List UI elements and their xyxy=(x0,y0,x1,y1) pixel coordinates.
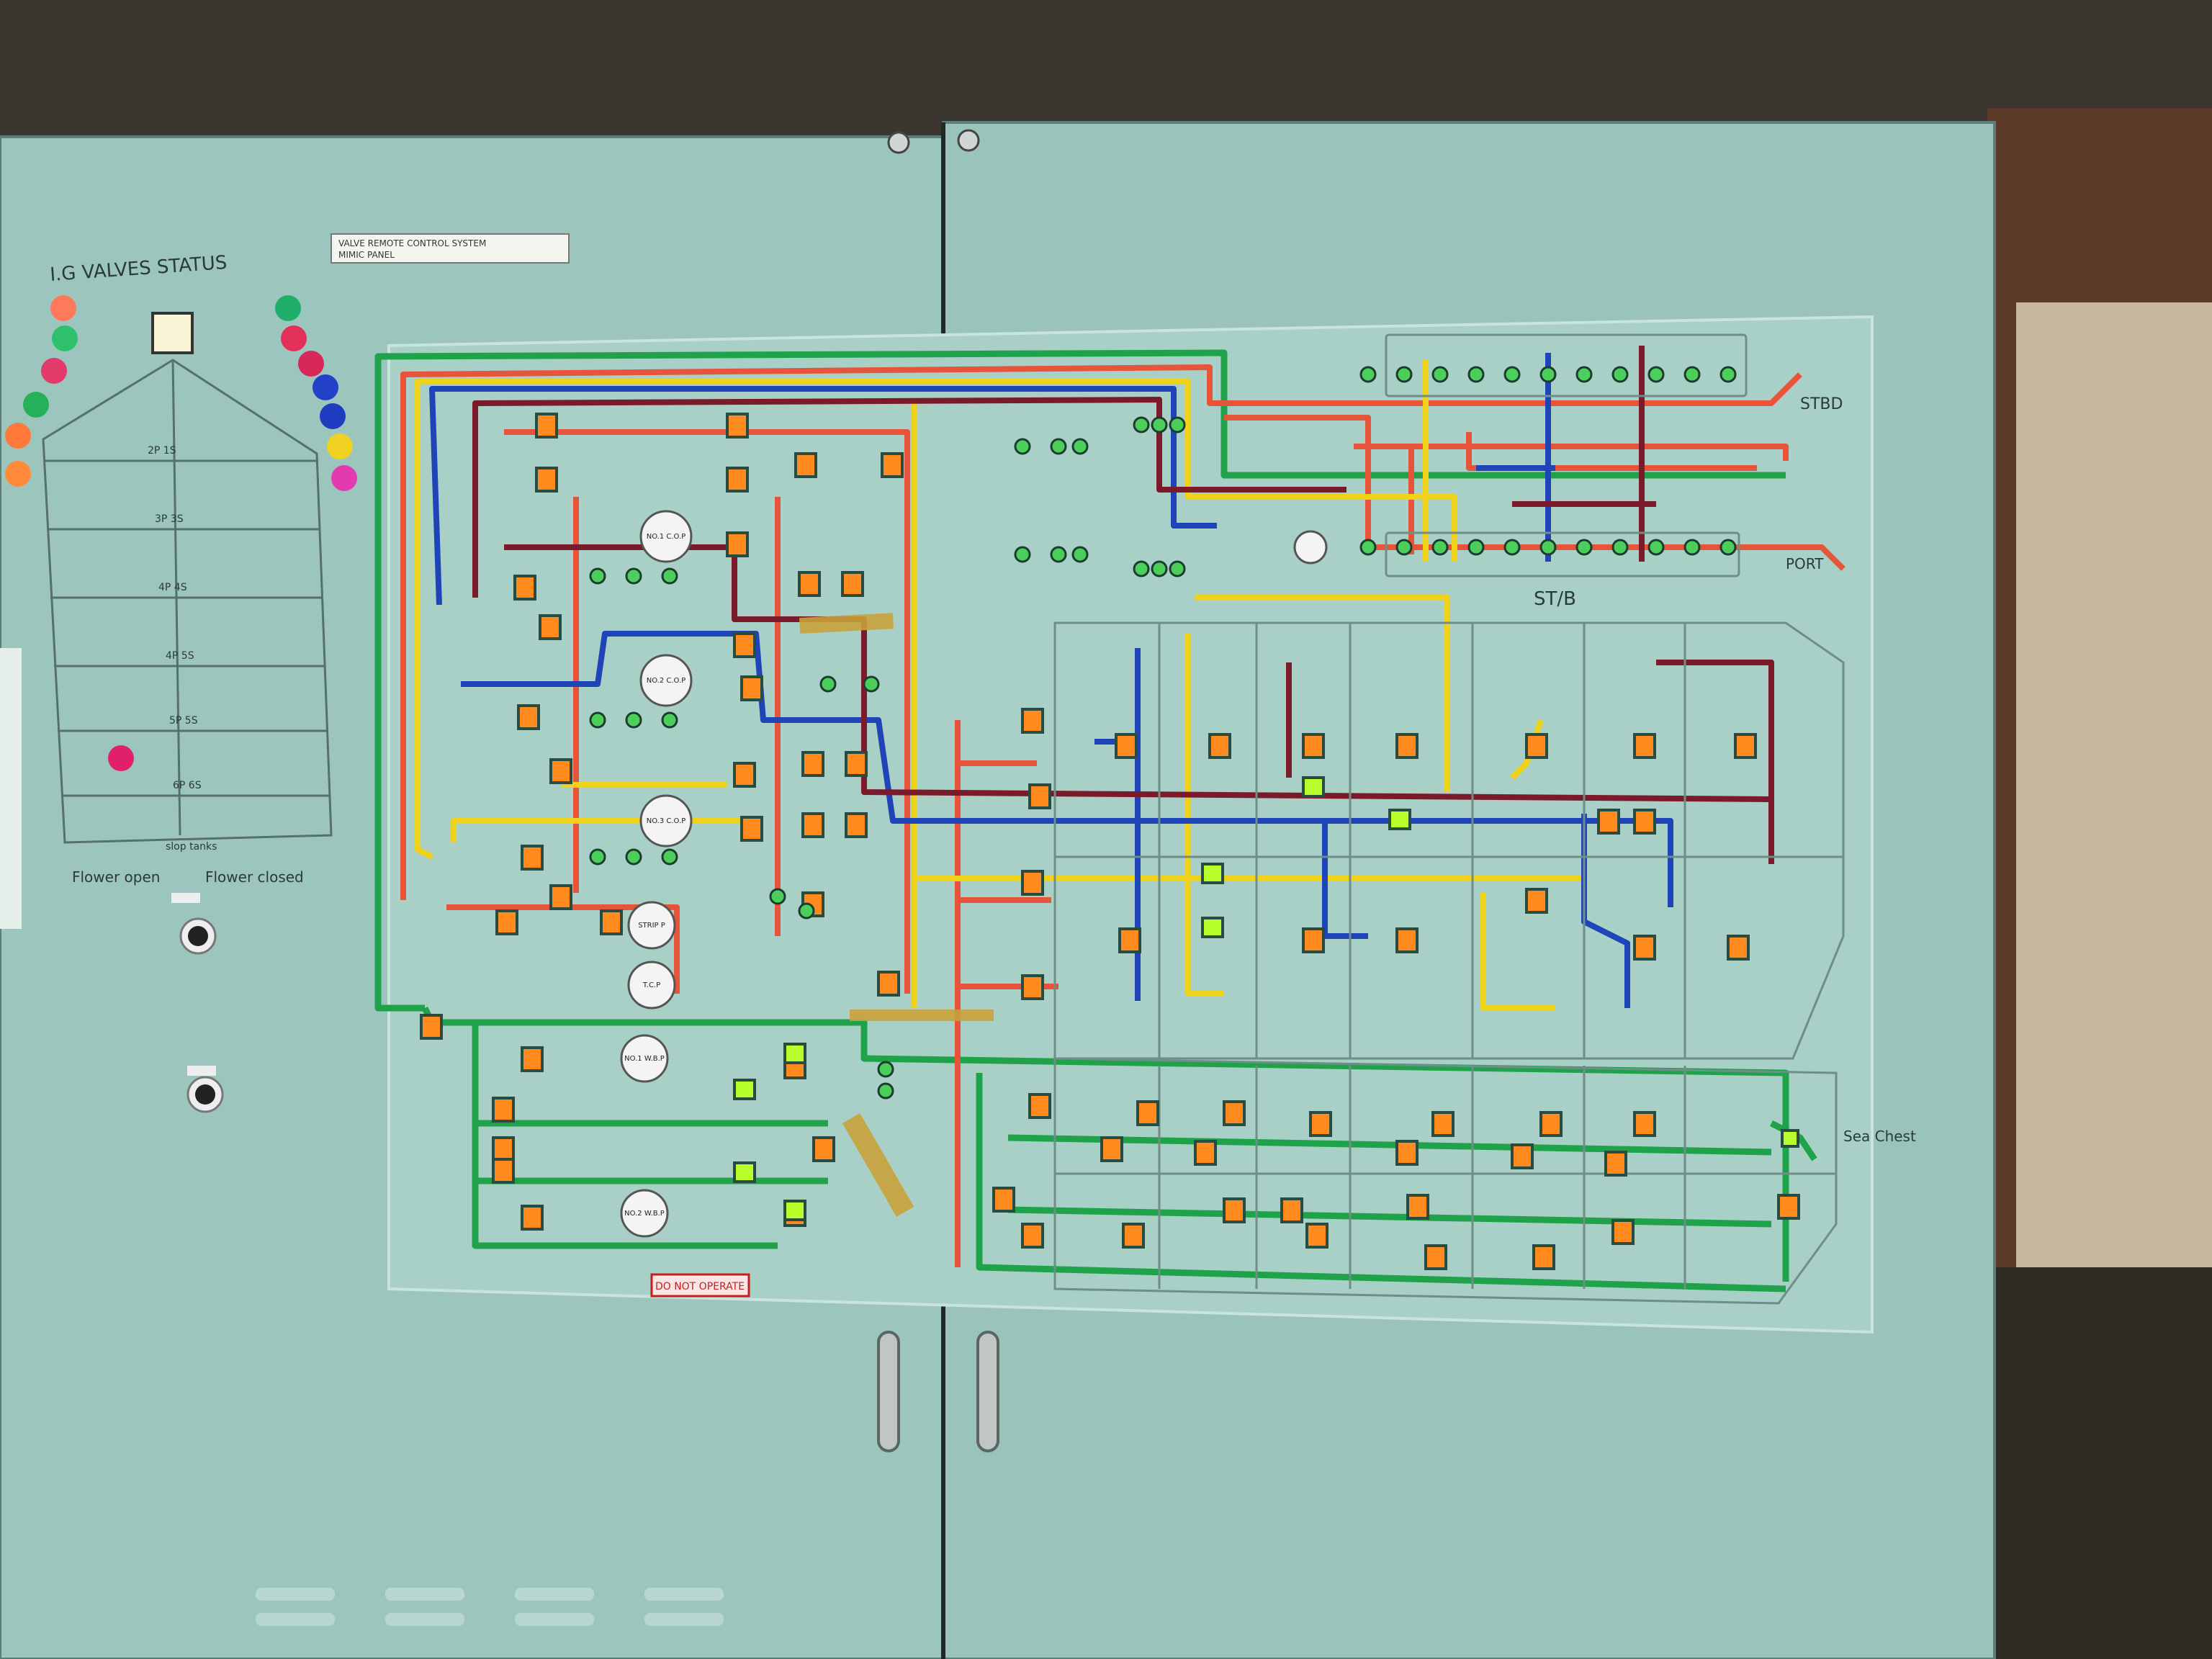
right-door-handle[interactable] xyxy=(976,1331,999,1452)
svg-text:6P 6S: 6P 6S xyxy=(173,780,202,791)
vent-slots xyxy=(256,1588,724,1626)
title-plate-line2: MIMIC PANEL xyxy=(338,250,395,260)
selector-switch-1[interactable] xyxy=(171,893,217,955)
pump-strip[interactable]: STRIP P xyxy=(627,901,676,950)
handwritten-sea-chest: Sea Chest xyxy=(1843,1128,1916,1145)
cargo-section-grid xyxy=(1053,333,1845,1305)
handwritten-stbd: STBD xyxy=(1800,395,1843,413)
svg-text:NO.2 W.B.P: NO.2 W.B.P xyxy=(624,1210,665,1218)
svg-text:NO.2 C.O.P: NO.2 C.O.P xyxy=(647,677,686,685)
status-magnet-pink xyxy=(108,745,134,771)
svg-text:3P 3S: 3P 3S xyxy=(155,513,184,525)
status-magnets-left xyxy=(5,295,78,487)
pump-no1-wbp[interactable]: NO.1 W.B.P xyxy=(620,1034,669,1083)
svg-text:NO.1 W.B.P: NO.1 W.B.P xyxy=(624,1055,665,1063)
handwritten-port: PORT xyxy=(1786,555,1824,572)
legend-open: Flower open xyxy=(72,868,160,886)
svg-text:4P 5S: 4P 5S xyxy=(166,650,194,662)
indicator-lamps-lime[interactable] xyxy=(733,776,1799,1221)
svg-text:NO.1 C.O.P: NO.1 C.O.P xyxy=(647,533,686,541)
title-plate-line1: VALVE REMOTE CONTROL SYSTEM xyxy=(338,238,486,248)
mimic-board xyxy=(387,315,1874,1334)
pump-small-right[interactable] xyxy=(1293,530,1328,565)
title-plate: VALVE REMOTE CONTROL SYSTEM MIMIC PANEL xyxy=(331,233,570,264)
tape-strips xyxy=(799,613,994,1217)
selector-switch-2[interactable] xyxy=(186,1066,224,1113)
doorway xyxy=(2016,302,2212,1274)
svg-text:2P 1S: 2P 1S xyxy=(148,445,176,457)
left-door-handle[interactable] xyxy=(877,1331,900,1452)
door-latch-right[interactable] xyxy=(957,129,980,152)
pump-no3-cop[interactable]: NO.3 C.O.P xyxy=(639,794,693,848)
status-magnets-right xyxy=(275,295,357,491)
pump-tcp[interactable]: T.C.P xyxy=(627,961,676,1010)
tank-outline xyxy=(42,359,333,844)
svg-text:4P 4S: 4P 4S xyxy=(158,582,187,593)
door-hinge xyxy=(0,648,22,929)
pump-no2-cop[interactable]: NO.2 C.O.P xyxy=(639,654,693,707)
ig-status-lamp xyxy=(151,312,194,354)
valve-indicator-dots[interactable] xyxy=(589,366,1737,1100)
tank-rows: 2P 1S 3P 3S 4P 4S 4P 5S 5P 5S 6P 6S slop… xyxy=(45,445,330,853)
svg-text:T.C.P: T.C.P xyxy=(642,981,660,989)
indicator-lamps-orange[interactable] xyxy=(420,413,1800,1270)
svg-text:DO NOT OPERATE: DO NOT OPERATE xyxy=(655,1281,745,1292)
door-latch-left[interactable] xyxy=(887,131,910,154)
svg-text:5P 5S: 5P 5S xyxy=(169,715,198,727)
legend-closed: Flower closed xyxy=(205,868,304,886)
svg-text:slop tanks: slop tanks xyxy=(166,841,217,853)
handwritten-st-b: ST/B xyxy=(1534,588,1576,610)
svg-text:NO.3 C.O.P: NO.3 C.O.P xyxy=(647,817,686,825)
ceiling xyxy=(0,0,2212,144)
pump-no1-cop[interactable]: NO.1 C.O.P xyxy=(639,510,693,563)
svg-text:STRIP P: STRIP P xyxy=(638,922,665,930)
do-not-operate-label: DO NOT OPERATE xyxy=(650,1273,750,1298)
pump-no2-wbp[interactable]: NO.2 W.B.P xyxy=(620,1189,669,1238)
